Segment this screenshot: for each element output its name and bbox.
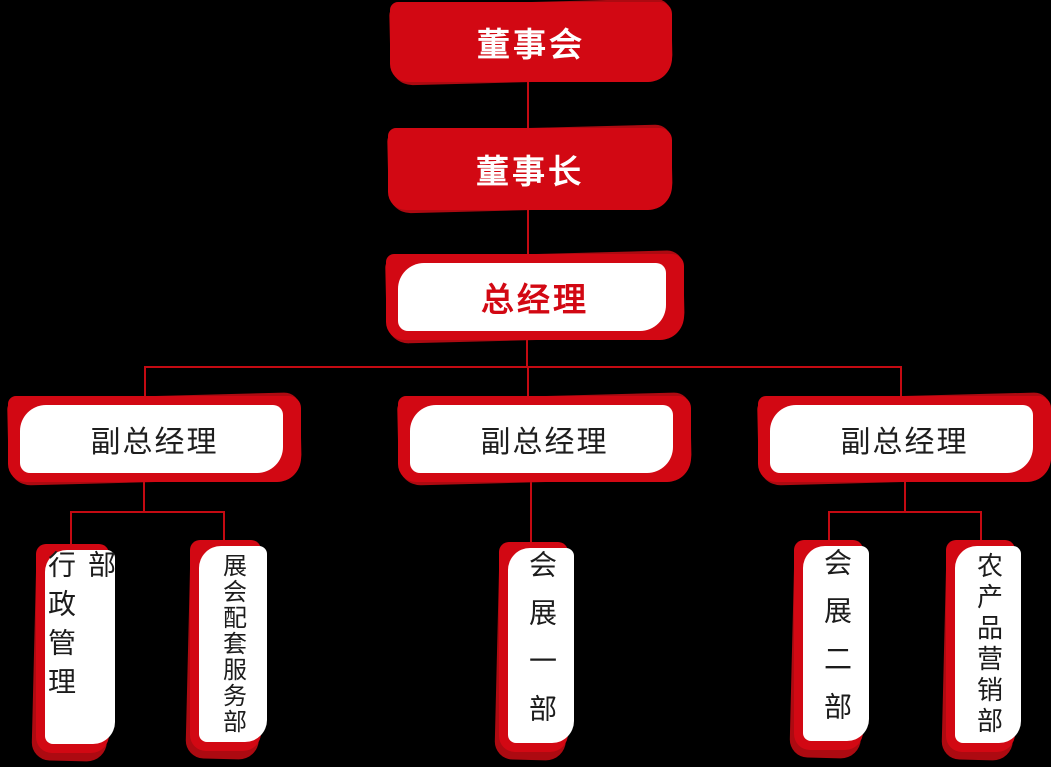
node-dept-agri-marketing-inner-panel [955,546,1021,743]
node-dept-exhibition-support: 展会配套服务部 [185,540,268,760]
node-dept-exhibition-2-inner-panel [803,546,869,741]
connector-deputy1-stem [143,480,145,512]
node-dept-admin-label: 行政管理部 [44,550,117,706]
node-general-manager: 总经理 [384,250,686,344]
node-dept-exhibition-1-inner-panel [508,548,574,743]
node-deputy-gm-1: 副总经理 [6,392,303,486]
connector-drop-dept-exhibition-1 [530,480,532,545]
connector-deputy3-crossbar [828,511,982,513]
node-dept-admin: 行政管理部 [31,544,117,762]
node-deputy1-inner-panel [20,405,283,473]
node-board-front-shape [390,2,672,82]
connector-chairman-gm [527,208,529,257]
node-gm-inner-panel [398,263,666,331]
node-deputy2-inner-panel [410,405,673,473]
node-dept-exhibition-support-inner-panel [199,546,267,742]
connector-drop-dept-exhibition-support [223,511,225,544]
connector-deputy1-crossbar [70,511,225,513]
node-dept-exhibition-1: 会展一部 [494,542,575,761]
connector-drop-deputy3 [900,366,902,399]
connector-gm-crossbar [145,366,902,368]
node-dept-exhibition-2-label: 会展二部 [820,547,853,740]
connector-gm-stem [526,337,528,367]
connector-drop-deputy1 [144,366,146,399]
node-deputy1-label: 副总经理 [90,425,219,460]
node-gm-label: 总经理 [481,280,589,319]
node-dept-exhibition-2: 会展二部 [789,540,870,759]
node-deputy2-label: 副总经理 [480,425,609,460]
node-chairman-front-shape [388,128,672,210]
node-board-label: 董事会 [477,25,585,64]
node-dept-exhibition-support-label: 展会配套服务部 [218,553,247,735]
node-deputy3-inner-panel [770,405,1033,473]
node-dept-agri-marketing: 农产品营销部 [941,540,1022,761]
connector-drop-dept-admin [70,511,72,547]
node-board: 董事会 [389,0,673,86]
node-dept-exhibition-1-label: 会展一部 [525,549,558,742]
connector-drop-dept-exhibition-2 [828,511,830,543]
connector-board-chairman [527,80,529,130]
node-deputy-gm-2: 副总经理 [396,392,693,486]
node-deputy-gm-3: 副总经理 [756,392,1051,486]
node-chairman: 董事长 [386,124,674,214]
node-deputy3-label: 副总经理 [840,425,969,460]
connector-drop-dept-agri-marketing [980,511,982,543]
node-dept-admin-inner-panel [45,550,115,744]
connector-drop-deputy2 [527,366,529,399]
node-dept-agri-marketing-label: 农产品营销部 [972,551,1003,738]
node-chairman-label: 董事长 [476,152,584,191]
connector-deputy3-stem [904,480,906,512]
